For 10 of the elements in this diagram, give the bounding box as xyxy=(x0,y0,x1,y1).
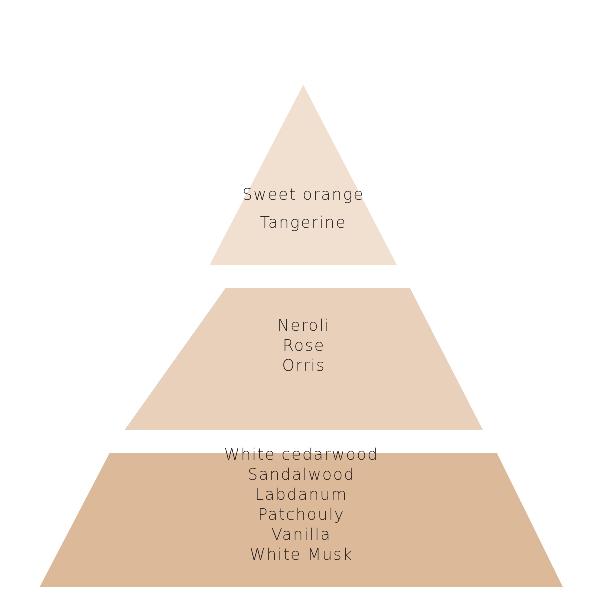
note-text: Labdanum xyxy=(255,485,348,505)
note-text: Patchouly xyxy=(258,505,345,525)
note-text: Sandalwood xyxy=(248,465,356,485)
note-text: Neroli xyxy=(278,316,330,336)
note-text: Tangerine xyxy=(260,213,347,233)
note-text: Vanilla xyxy=(272,525,332,545)
note-text: White Musk xyxy=(250,545,354,565)
note-text: Orris xyxy=(282,356,326,376)
note-text: Sweet orange xyxy=(242,185,365,205)
note-text: Rose xyxy=(282,336,326,356)
